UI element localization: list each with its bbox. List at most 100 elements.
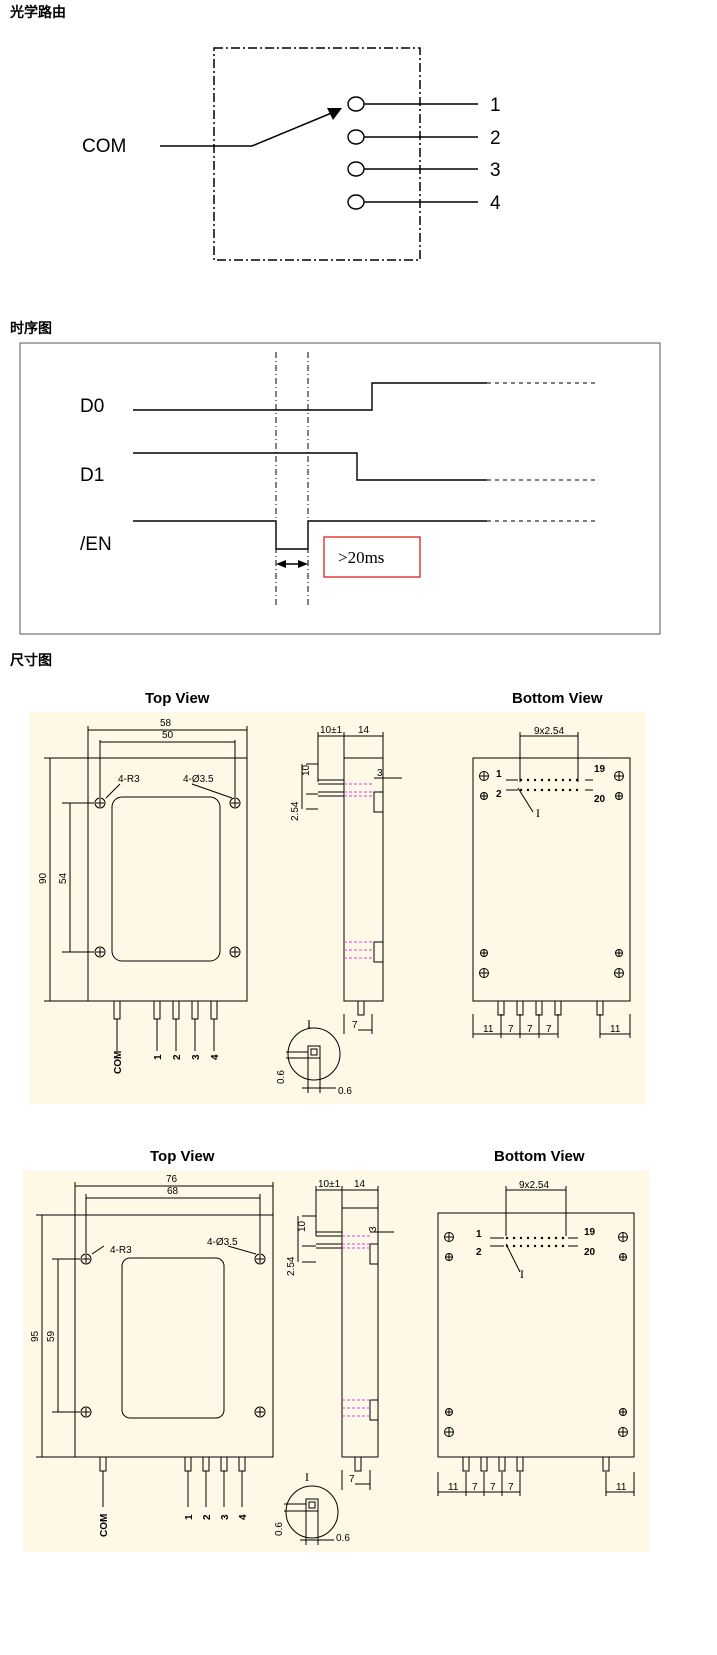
pin-label-com: COM [99,1514,110,1537]
top-view-label-window [121,1257,225,1419]
dim-hole: 4-Ø3.5 [207,1237,238,1248]
dim-width-inner: 50 [162,730,174,741]
signal-d0-trace [133,382,487,411]
timing-heading: 时序图 [10,321,52,337]
dim-height-inner: 59 [46,1330,57,1342]
pin-number-19: 19 [594,764,606,775]
bottom-dim-1: 7 [472,1482,478,1493]
signal-en-trace [133,520,487,550]
side-view [301,732,402,1034]
dimension-heading: 尺寸图 [10,653,52,669]
top-view [36,1182,274,1507]
bottom-dim-3: 7 [546,1024,552,1035]
dim-height-outer: 95 [30,1330,41,1342]
detail-dim-vertical: 0.6 [276,1070,287,1084]
hidden-lines [344,783,374,959]
port-1: 1 [347,95,501,116]
bottom-dim-1: 7 [508,1024,514,1035]
signal-label-d0: D0 [80,396,104,417]
mount-hole-icon [615,792,623,800]
dim-corner-radius: 4-R3 [118,774,140,785]
detail-mark: I [307,1017,311,1031]
bottom-detail-mark: I [536,806,540,820]
dim-pin-array: 9x2.54 [519,1180,549,1191]
pin-detail [284,1485,339,1545]
pin-number-1: 1 [476,1229,482,1240]
dim-width-inner: 68 [167,1186,179,1197]
pin-label-4: 4 [210,1054,221,1060]
mount-hole-icon [94,946,106,958]
mount-hole-icon [619,1408,627,1416]
bottom-detail-mark: I [520,1267,524,1281]
dim-side-thickness: 14 [354,1179,366,1190]
pin-label-1: 1 [153,1054,164,1060]
top-view-body [74,1214,274,1458]
bottom-view-body [437,1212,635,1458]
top-view-title: Top View [150,1148,215,1165]
dim-corner-radius: 4-R3 [110,1245,132,1256]
detail-mark: I [305,1470,309,1484]
bottom-dim-4: 11 [610,1024,621,1035]
dim-side-offset: 10±1 [320,725,343,736]
dim-side-pitch: 2.54 [286,1256,297,1276]
bottom-view-title: Bottom View [494,1148,585,1165]
pin-number-2: 2 [476,1247,482,1258]
top-view-pins [99,1457,246,1507]
signal-label-d1: D1 [80,465,104,486]
mount-hole-icon [618,1232,628,1242]
side-dim-lines [302,1186,394,1490]
mount-hole-icon [619,1253,627,1261]
mount-hole-icon [445,1408,453,1416]
pin-number-2: 2 [496,789,502,800]
bottom-dim-3: 7 [508,1482,514,1493]
switch-arrowhead [327,108,342,120]
port-2: 2 [347,128,501,149]
dim-side-small: 3 [377,768,383,779]
mount-hole-icon [444,1427,454,1437]
pin-number-20: 20 [584,1247,596,1258]
pin-label-2: 2 [172,1054,183,1060]
dim-pin-array: 9x2.54 [534,726,564,737]
pin-array [519,778,579,792]
pin-label-4: 4 [238,1514,249,1520]
port-3: 3 [347,160,501,181]
port-4: 4 [347,193,501,214]
bottom-view [472,732,631,1038]
com-label: COM [82,136,126,157]
dim-side-10: 10 [297,1220,308,1232]
dim-width-outer: 76 [166,1174,178,1185]
drawing-background [23,1170,650,1552]
dim-side-pitch: 2.54 [290,801,301,821]
mount-hole-icon [479,771,489,781]
pin-label-3: 3 [220,1514,231,1520]
mount-hole-icon [445,1253,453,1261]
bottom-dim-2: 7 [490,1482,496,1493]
port-label-2: 2 [490,128,501,149]
switch-arm [251,111,335,147]
dimension-drawing-1: Top View Bottom View 58 50 90 54 4-R3 4-… [30,690,646,1104]
pulse-width-note: >20ms [338,548,384,567]
dim-side-small: 3 [368,1226,379,1232]
pin-number-1: 1 [496,769,502,780]
dim-side-offset: 10±1 [318,1179,341,1190]
port-label-1: 1 [490,95,501,116]
signal-label-en: /EN [80,534,112,555]
detail-dim-vertical: 0.6 [274,1522,285,1536]
dim-side-pin: 7 [349,1474,355,1485]
port-label-4: 4 [490,193,501,214]
pulse-width-arrow [276,560,308,568]
side-view [297,1186,394,1490]
top-view-pins [113,1001,218,1051]
mount-hole-icon [229,797,241,809]
pin-array [505,1236,565,1248]
mount-hole-icon [479,968,489,978]
detail-dim-horizontal: 0.6 [338,1086,352,1097]
dim-side-10: 10 [301,764,312,776]
timing-frame [19,342,661,635]
dim-height-outer: 90 [38,872,49,884]
mount-hole-icon [254,1406,266,1418]
bottom-view [437,1186,635,1496]
side-view-body [341,1207,379,1458]
mount-hole-icon [614,771,624,781]
top-view-body [87,757,248,1002]
